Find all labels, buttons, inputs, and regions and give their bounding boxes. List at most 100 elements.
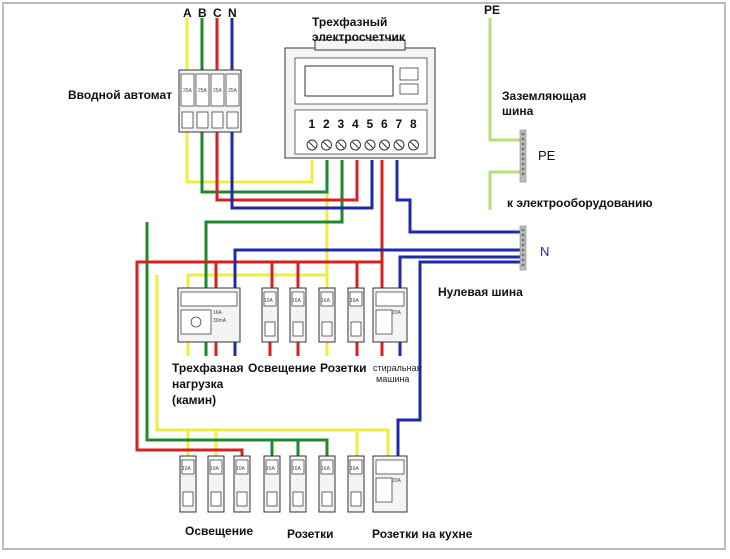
phase-label-a: A [183,6,192,20]
phase-label-b: B [198,6,207,20]
breaker-sockets-4[interactable]: 16A [263,455,281,513]
wire-stub-phase-c [214,340,384,356]
bus-screw [521,228,525,232]
lighting-top-label: Освещение [248,361,316,375]
rcd-kitchen[interactable]: 20A [372,455,408,513]
sockets-top-label: Розетки [320,361,366,375]
washer-label-line2: машина [376,374,409,384]
ground-bus [519,129,527,183]
wires [135,18,522,458]
breaker-rating: 10A [182,466,192,472]
rcd3-sub: 30mA [213,318,227,324]
meter-terminal-slot [337,141,345,149]
bus-screw [521,258,525,262]
meter-terminal-screws [306,139,419,151]
bus-screw [521,142,525,146]
washer-label-line1: стиральная [373,363,422,373]
meter-label-line1: Трехфазный [312,15,387,29]
meter-label-line2: электросчетчик [312,30,406,44]
breaker-lighting-3[interactable]: 10A [207,455,225,513]
meter-terminal-number: 1 [309,117,316,131]
breaker-rating: 16A [321,466,331,472]
input-breaker[interactable]: 25A 25A 25A 25A [178,69,242,133]
meter-terminal-slot [410,141,417,149]
bus-screw [521,172,525,176]
bus-screw [521,152,525,156]
phase-label-c: C [213,6,222,20]
meter-terminal-slot [395,141,403,149]
three-phase-label-line2: нагрузка [172,377,224,391]
n-bus-label: N [540,244,549,259]
wire-stub-neutral [233,340,402,356]
meter-terminal-number: 3 [338,117,345,131]
breaker-lighting-1[interactable]: 10A [261,287,279,343]
breaker-sockets-6[interactable]: 16A [318,455,336,513]
wire-neutral-input [230,18,374,210]
ground-bus-label-line2: шина [502,104,534,118]
bus-screw [521,137,525,141]
pe-bus-label: PE [538,148,556,163]
bus-screw [521,167,525,171]
bus-screw [521,147,525,151]
bus-screw [521,233,525,237]
bus-screw [521,238,525,242]
meter-terminal-slot [381,141,388,149]
input-rating-1: 25A [183,88,193,94]
breaker-lighting-4[interactable]: 10A [233,455,251,513]
bus-screw [521,248,525,252]
breaker-sockets-5[interactable]: 16A [289,455,307,513]
kitchen-sockets-label: Розетки на кухне [372,527,473,541]
breaker-rating: 16A [292,466,302,472]
rcd1-rating: 20A [392,310,402,316]
wire-ground-pe [488,18,522,210]
meter-terminal-slot [323,141,330,149]
rcd-kitchen-rating: 20A [392,478,402,484]
wire-stub-phase-a [186,340,329,356]
meter-terminal-number: 8 [410,117,417,131]
sockets-bottom-label: Розетки [287,527,333,541]
rcd3-rating: 16A [213,310,223,316]
wire-phase-c-out [135,160,384,458]
bus-screw [521,243,525,247]
meter-terminal-number: 4 [352,117,359,131]
breaker-rating: 16A [292,298,302,304]
neutral-bus-label: Нулевая шина [438,285,523,299]
meter-terminal-number: 5 [367,117,374,131]
bus-screw [521,157,525,161]
breaker-rating: 10A [210,466,220,472]
breaker-sockets-1[interactable]: 16A [289,287,307,343]
meter-terminal-number: 2 [323,117,330,131]
three-phase-label-line1: Трехфазная [172,361,243,375]
ground-bus-label-line1: Заземляющая [502,89,586,103]
breaker-sockets-3[interactable]: 16A [347,287,365,343]
lighting-bottom-label: Освещение [185,524,253,538]
bus-screw [521,132,525,136]
breaker-rating: 16A [350,466,360,472]
breaker-lighting-2[interactable]: 10A [179,455,197,513]
rcd-three-phase[interactable]: 16A 30mA [177,287,241,343]
breaker-sockets-2[interactable]: 16A [318,287,336,343]
meter-terminal-number: 7 [396,117,403,131]
lower-breakers: 10A 10A 10A 16A 16A 16A 16A [179,455,365,513]
breaker-kitchen-1[interactable]: 16A [347,455,365,513]
breaker-rating: 16A [266,466,276,472]
meter-terminal-slot [352,141,359,149]
rcd-single-washer[interactable]: 20A [372,287,408,343]
wire-phase-a-input [185,18,314,184]
wire-neutral-out [233,160,522,458]
breaker-rating: 10A [236,466,246,472]
bus-screw [521,253,525,257]
breaker-rating: 10A [264,298,274,304]
meter-top-lip [314,39,406,51]
three-phase-label-line3: (камин) [172,393,216,407]
input-rating-3: 25A [213,88,223,94]
meter-terminal-slot [308,141,316,149]
input-rating-2: 25A [198,88,208,94]
wire-phase-a-distribution [155,230,390,458]
neutral-bus [519,225,527,271]
wire-phase-c-input [215,18,359,202]
meter-terminal-number: 6 [381,117,388,131]
